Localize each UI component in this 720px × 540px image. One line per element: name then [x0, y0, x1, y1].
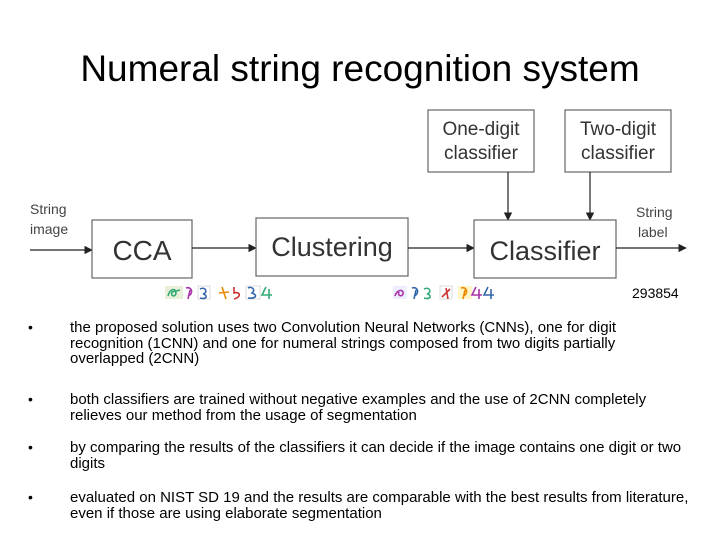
clustering-box: [255, 217, 409, 277]
bullet-marker: •: [28, 489, 33, 505]
cca-box: [91, 219, 193, 279]
string-image-label-2: image: [30, 221, 68, 237]
classifier-box: [473, 219, 617, 279]
cluster-digit-fragments-image: [393, 285, 494, 300]
bullet-marker: •: [28, 439, 33, 455]
two-digit-label: Two-digit: [580, 119, 657, 140]
bullet-text: the proposed solution uses two Convoluti…: [70, 319, 617, 367]
cca-digit-fragments-image: [165, 285, 272, 300]
string-label-label-1: String: [636, 204, 673, 220]
bullet-text: both classifiers are trained without neg…: [70, 391, 647, 424]
two-digit-classifier-box: [564, 109, 672, 173]
clustering-label: Clustering: [271, 232, 393, 262]
bullet-text: by comparing the results of the classifi…: [70, 439, 682, 472]
one-digit-classifier-box: [427, 109, 535, 173]
pipeline-diagram: One-digit classifier Two-digit classifie…: [30, 109, 687, 300]
one-digit-label: One-digit: [442, 119, 520, 140]
bullet-marker: •: [28, 391, 33, 407]
two-digit-classifier-label: classifier: [581, 143, 656, 164]
classifier-label: Classifier: [489, 236, 600, 266]
string-label-label-2: label: [638, 224, 668, 240]
slide-code: 293854: [632, 285, 679, 301]
bullet-marker: •: [28, 319, 33, 335]
one-digit-classifier-label: classifier: [444, 143, 519, 164]
slide-title: Numeral string recognition system: [80, 48, 640, 89]
string-image-label-1: String: [30, 201, 67, 217]
cca-label: CCA: [112, 235, 171, 266]
bullet-text: evaluated on NIST SD 19 and the results …: [70, 489, 689, 522]
